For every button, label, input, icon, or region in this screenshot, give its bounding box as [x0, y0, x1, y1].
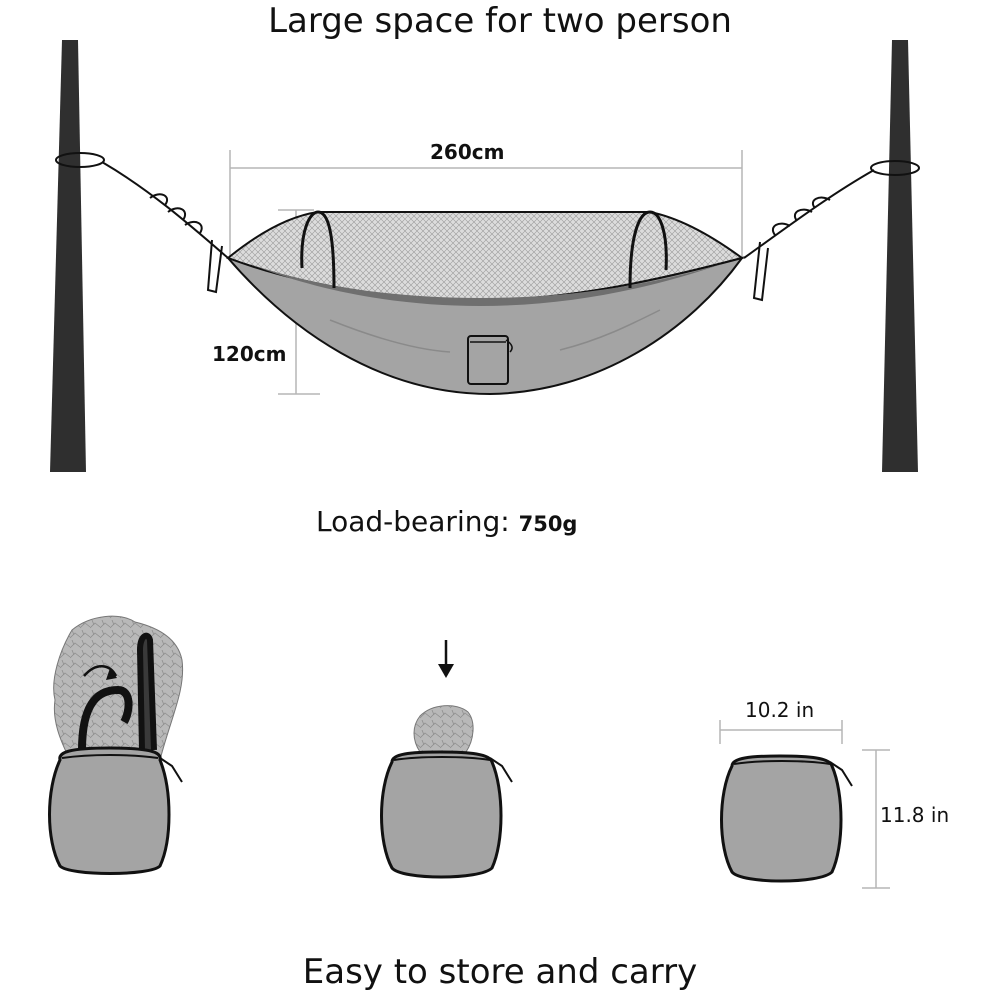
- hammock-height-label: 120cm: [212, 342, 287, 366]
- left-tree: [50, 40, 86, 472]
- bag-height-label: 11.8 in: [880, 803, 950, 827]
- bag-height-dimension-line: [862, 749, 890, 889]
- width-dimension-line: [229, 150, 743, 258]
- load-bearing-line: Load-bearing: 750g: [316, 505, 577, 538]
- right-strap: [743, 160, 920, 302]
- storage-bag-compressing: [380, 705, 513, 879]
- left-strap: [55, 152, 229, 294]
- headline: Large space for two person: [268, 1, 732, 41]
- bag-width-label: 10.2 in: [745, 698, 815, 722]
- right-tree: [882, 40, 918, 472]
- load-bearing-label: Load-bearing:: [316, 505, 510, 538]
- down-arrow-icon: [438, 640, 454, 678]
- hammock-width-label: 260cm: [430, 140, 505, 164]
- bag-width-dimension-line: [719, 720, 843, 744]
- footer-caption: Easy to store and carry: [302, 952, 698, 992]
- load-bearing-value: 750g: [518, 512, 578, 536]
- storage-bag-packed: [720, 754, 853, 883]
- storage-bag-stuffing: [48, 615, 184, 875]
- hammock-body: [226, 210, 745, 396]
